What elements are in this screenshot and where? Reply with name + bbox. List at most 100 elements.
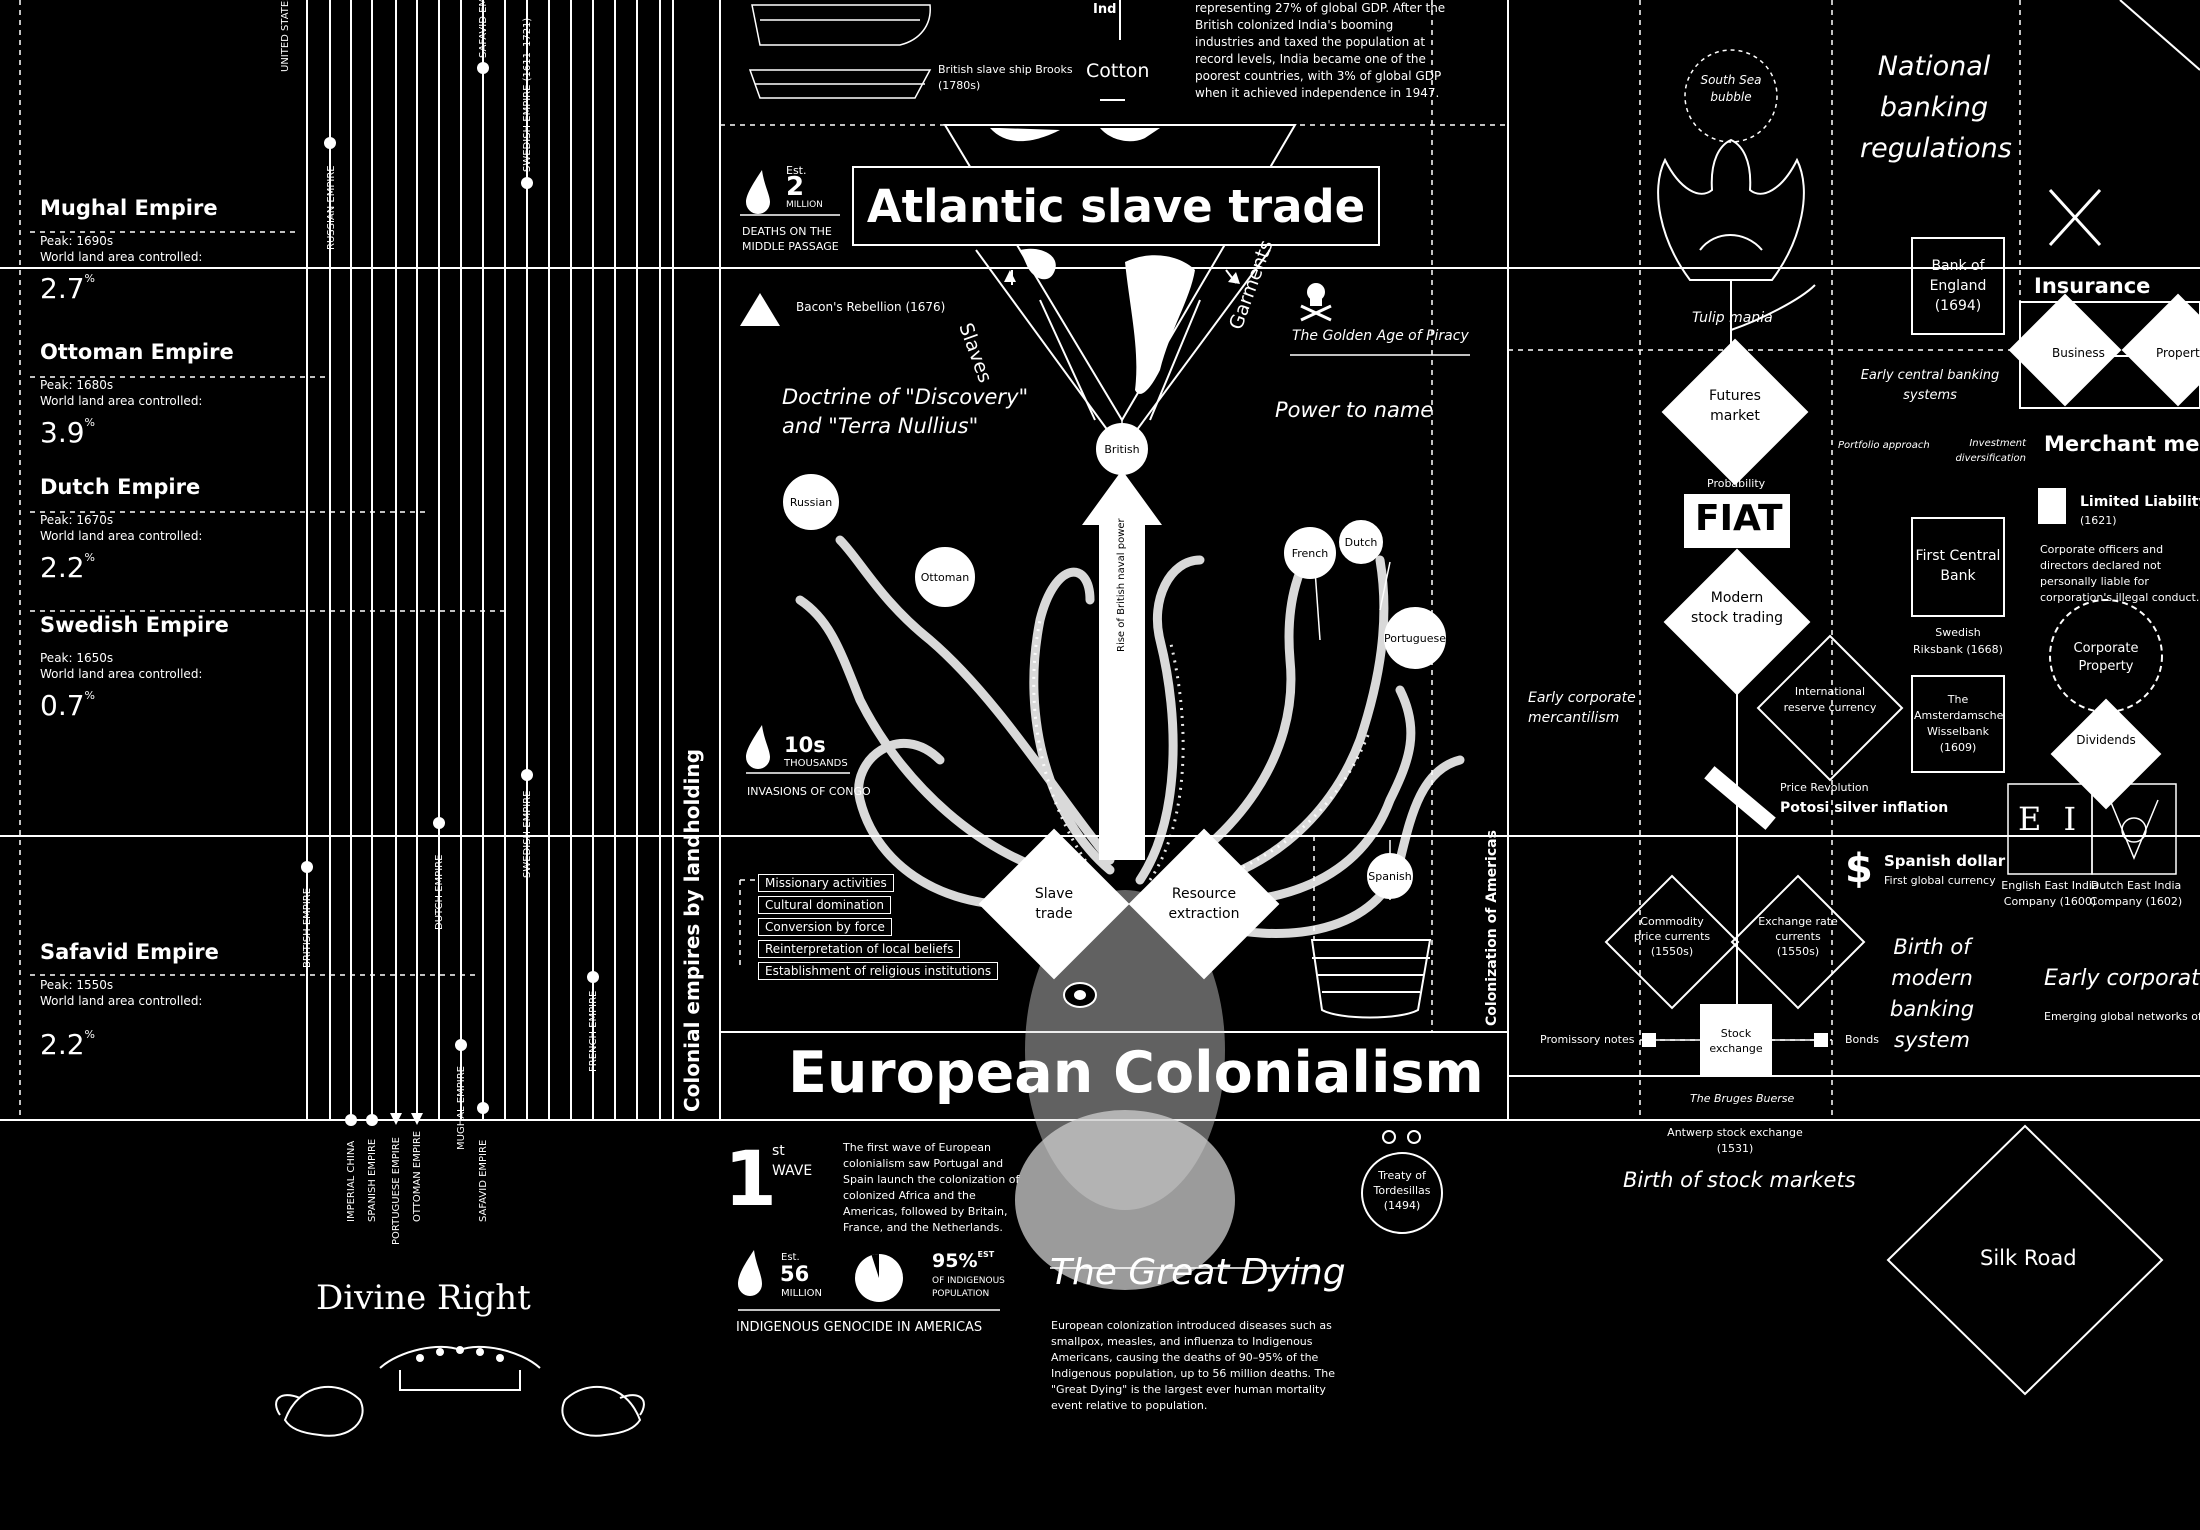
- early-corporate-mercantilism: Early corporate mercantilism: [1528, 690, 1636, 726]
- circle-ottoman: Ottoman: [915, 547, 975, 607]
- bonds-label: Bonds: [1845, 1033, 1879, 1046]
- genocide-est: Est.: [781, 1252, 800, 1263]
- label-portuguese-empire: PORTUGUESE EMPIRE: [391, 1137, 402, 1245]
- deaths-unit: MILLION: [786, 200, 823, 210]
- empire-peak: Peak: 1550s: [40, 978, 114, 992]
- top-vertical-fragment: Ind: [1093, 2, 1117, 17]
- doctrine-discovery: Doctrine of "Discovery" and "Terra Nulli…: [782, 385, 1029, 438]
- english-east-india-company: English East India Company (1600): [2001, 879, 2099, 908]
- stock-exchange: Stock exchange: [1709, 1027, 1763, 1055]
- futures-market: Futures market: [1709, 388, 1761, 424]
- circle-french: French: [1284, 527, 1336, 579]
- circle-british: British: [1096, 423, 1148, 475]
- dollar-sign-icon: $: [1845, 846, 1873, 892]
- empire-peak: Peak: 1690s: [40, 234, 114, 248]
- business-label: Business: [2052, 346, 2105, 360]
- early-central-banking: Early central banking systems: [1860, 368, 2000, 403]
- label-mughal-empire: MUGHAL EMPIRE: [456, 1066, 467, 1150]
- label-ottoman-empire: OTTOMAN EMPIRE: [412, 1130, 423, 1222]
- india-text: representing 27% of global GDP. After th…: [1195, 1, 1446, 100]
- label-imperial-china: IMPERIAL CHINA: [346, 1140, 357, 1222]
- probability-label: Probability: [1707, 477, 1766, 490]
- deaths-value: 2: [786, 172, 805, 202]
- south-sea-bubble: South Sea bubble: [1700, 73, 1762, 104]
- diamond-slave-trade: Slave trade: [1034, 886, 1074, 922]
- dutch-east-india-company: Dutch East India Company (1602): [2089, 879, 2183, 908]
- label-dutch-empire: DUTCH EMPIRE: [434, 854, 445, 930]
- bank-of-england: Bank of England (1694): [1929, 258, 1987, 314]
- golden-age-piracy: The Golden Age of Piracy: [1292, 328, 1469, 344]
- empire-name: Swedish Empire: [40, 613, 229, 637]
- colonialism-title: European Colonialism: [788, 1040, 1484, 1106]
- birth-modern-banking: Birth of modern banking system: [1889, 935, 1975, 1052]
- empire-name: Dutch Empire: [40, 475, 201, 499]
- dividends-label: Dividends: [2076, 733, 2136, 747]
- circle-portuguese: Portuguese: [1384, 607, 1446, 669]
- empire-area-label: World land area controlled:: [40, 667, 203, 681]
- price-revolution: Price Revolution: [1780, 781, 1869, 794]
- label-french-empire: FRENCH EMPIRE: [588, 990, 599, 1072]
- promissory-notes: Promissory notes: [1540, 1033, 1635, 1046]
- empire-value: 2.2%: [40, 1028, 95, 1061]
- empire-name: Ottoman Empire: [40, 340, 234, 364]
- label-spanish-empire: SPANISH EMPIRE: [367, 1138, 378, 1222]
- colonization-americas-vertical: Colonization of Americas: [1484, 830, 1500, 1026]
- commodity-price-currents: Commodity price currents (1550s): [1633, 915, 1711, 958]
- empire-area-label: World land area controlled:: [40, 250, 203, 264]
- swedish-riksbank: Swedish Riksbank (1668): [1913, 626, 2003, 656]
- label-safavid-top: SAFAVID EMPIRE: [478, 0, 489, 58]
- treaty-tordesillas: Treaty of Tordesillas (1494): [1373, 1169, 1431, 1212]
- birth-stock-markets: Birth of stock markets: [1623, 1168, 1856, 1192]
- corporate-property: Corporate Property: [2073, 641, 2139, 674]
- empire-value: 2.7%: [40, 272, 95, 305]
- first-global-currency: First global currency: [1884, 874, 1996, 887]
- silk-road: Silk Road: [1980, 1246, 2077, 1270]
- congo-label: INVASIONS OF CONGO: [747, 785, 871, 798]
- bruges-buerse: The Bruges Buerse: [1690, 1092, 1795, 1105]
- deaths-label: DEATHS ON THE MIDDLE PASSAGE: [742, 225, 839, 253]
- slave-trade-title-box: Atlantic slave trade: [852, 166, 1380, 246]
- deaths-est: Est.: [786, 164, 807, 177]
- empire-value: 0.7%: [40, 689, 95, 722]
- pct-label: OF INDIGENOUS POPULATION: [932, 1276, 1005, 1299]
- international-reserve-currency: International reserve currency: [1783, 685, 1877, 714]
- insurance-label: Insurance: [2034, 274, 2151, 298]
- limited-liability-year: (1621): [2080, 514, 2117, 527]
- label-swedish-top: SWEDISH EMPIRE (1611–1721): [522, 17, 533, 172]
- conversion-item: Reinterpretation of local beliefs: [758, 940, 961, 958]
- potosi-silver: Potosi silver inflation: [1780, 800, 1949, 816]
- genocide-unit: MILLION: [781, 1288, 823, 1299]
- wave-sup: st: [772, 1143, 785, 1159]
- tulip-mania: Tulip mania: [1692, 310, 1773, 326]
- power-to-name: Power to name: [1275, 398, 1434, 422]
- modern-stock-trading: Modern stock trading: [1691, 590, 1783, 626]
- pct-value: 95%EST: [932, 1250, 995, 1272]
- label-swedish-mid: SWEDISH EMPIRE: [522, 790, 533, 878]
- divine-right-title: Divine Right: [316, 1278, 531, 1318]
- pie-remainder-slice: [871, 1254, 879, 1278]
- wave-label: WAVE: [772, 1163, 813, 1179]
- investment-diversification: Investment diversification: [1955, 438, 2026, 464]
- label-russian-empire: RUSSIAN EMPIRE: [326, 165, 337, 250]
- empire-name: Mughal Empire: [40, 196, 218, 220]
- great-dying-title: The Great Dying: [1050, 1252, 1346, 1293]
- early-corporatism: Early corporatism: [2044, 966, 2200, 991]
- antwerp-exchange: Antwerp stock exchange (1531): [1667, 1126, 1803, 1155]
- great-dying-text: European colonization introduced disease…: [1051, 1319, 1336, 1412]
- genocide-value: 56: [780, 1262, 810, 1286]
- circle-russian: Russian: [783, 474, 839, 530]
- empire-value: 3.9%: [40, 416, 95, 449]
- bacon-rebellion: Bacon's Rebellion (1676): [796, 300, 946, 314]
- exchange-rate-currents: Exchange rate currents (1550s): [1758, 915, 1838, 958]
- slave-ship-caption: British slave ship Brooks (1780s): [938, 63, 1073, 92]
- diamond-resource-extraction: Resource extraction: [1168, 886, 1240, 922]
- empire-area-label: World land area controlled:: [40, 394, 203, 408]
- empire-name: Safavid Empire: [40, 940, 219, 964]
- conversion-item: Cultural domination: [758, 896, 891, 914]
- limited-liability: Limited Liability: [2080, 494, 2200, 510]
- congo-unit: THOUSANDS: [784, 758, 848, 769]
- empire-peak: Peak: 1650s: [40, 651, 114, 665]
- limited-liability-text: Corporate officers and directors declare…: [2040, 543, 2200, 604]
- naval-power-label: Rise of British naval power: [1116, 518, 1127, 652]
